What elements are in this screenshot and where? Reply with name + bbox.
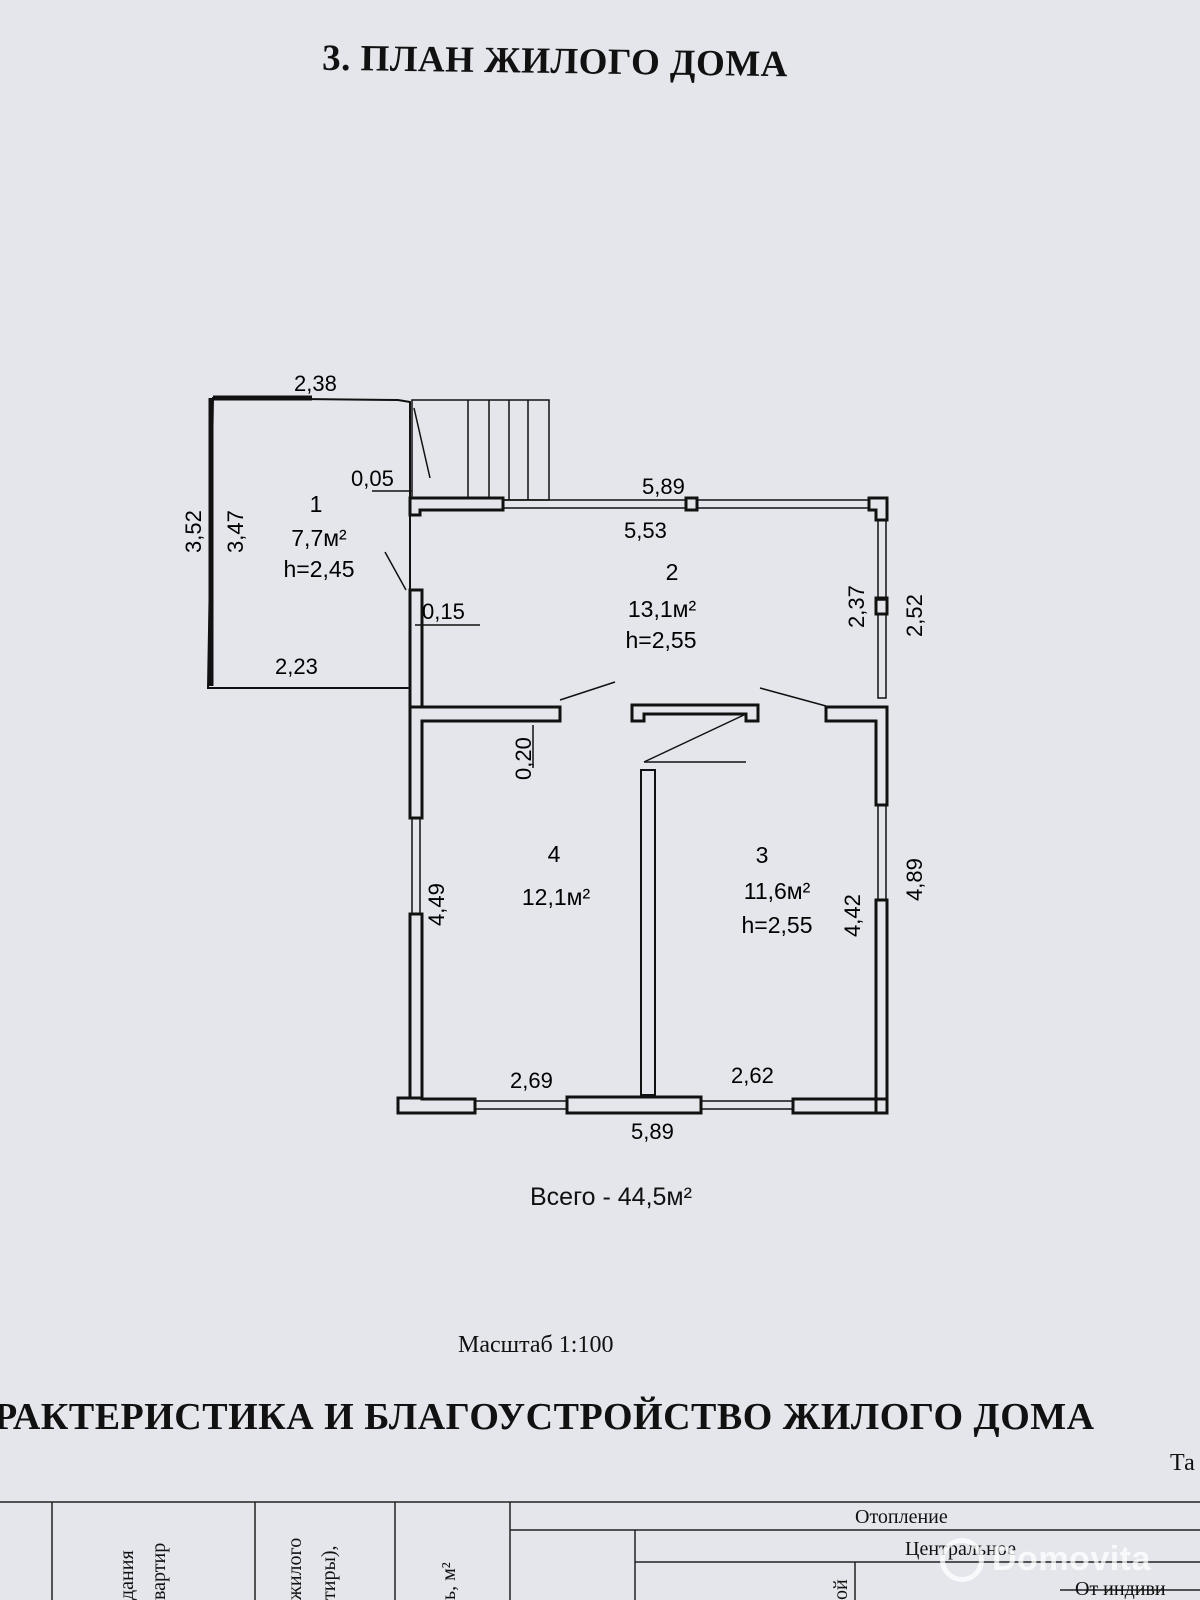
room-2-number: 2 (666, 559, 679, 585)
room-1-height: h=2,45 (284, 556, 355, 582)
dim-porch-outer-left: 3,52 (181, 510, 206, 553)
section-title: РАКТЕРИСТИКА И БЛАГОУСТРОЙСТВО ЖИЛОГО ДО… (0, 1396, 1095, 1438)
room-2-height: h=2,55 (626, 627, 697, 653)
total-area: Всего - 44,5м² (530, 1183, 692, 1211)
left-wall-room4 (408, 912, 424, 1100)
dim-hall-right-inner: 2,37 (844, 585, 869, 628)
left-window-room4 (411, 817, 421, 915)
right-wall-room3 (874, 898, 889, 1115)
top-pier (684, 496, 699, 512)
bottom-wall-right (791, 1097, 889, 1115)
col-floors: тиры), (318, 1545, 340, 1600)
dim-room4-left: 4,49 (424, 883, 449, 926)
watermark: Domovita (992, 1540, 1151, 1578)
room-3-height: h=2,55 (742, 912, 813, 938)
col-building: дания (116, 1550, 138, 1600)
dim-house-top-inner: 5,53 (624, 518, 667, 543)
right-window-room3 (877, 804, 887, 901)
dim-room3-right-inner: 4,42 (840, 894, 865, 937)
dim-partition: 0,20 (511, 737, 536, 780)
right-window-hall (877, 519, 887, 601)
room-3-number: 3 (756, 842, 769, 868)
room-1-area: 7,7м² (291, 525, 347, 551)
partition-left (408, 705, 562, 820)
col-other: ой (830, 1579, 852, 1600)
partition-right (824, 705, 889, 807)
table-grid (0, 1501, 1200, 1600)
dim-house-top-outer: 5,89 (642, 474, 685, 499)
bottom-window-right (700, 1100, 794, 1110)
dim-porch-top: 2,38 (294, 371, 337, 396)
room-3-area: 11,6м² (744, 878, 811, 904)
dim-porch-offset: 0,05 (351, 466, 394, 491)
col-heating: Отопление (855, 1506, 948, 1528)
scale-label: Масштаб 1:100 (458, 1332, 614, 1358)
col-apartments: вартир (148, 1542, 170, 1600)
dim-room3-bottom: 2,62 (731, 1063, 774, 1088)
top-wall-left (408, 496, 505, 517)
room-4-number: 4 (548, 841, 561, 867)
top-window-right (696, 499, 870, 509)
domovita-logo-icon (940, 1538, 984, 1582)
bottom-wall-left (396, 1096, 477, 1115)
middle-wall (640, 769, 656, 1096)
top-right-corner (867, 496, 889, 522)
floor-plan: 2,38 0,05 5,89 5,53 0,15 2,23 2,69 2,62 … (181, 371, 927, 1144)
dim-porch-inner-left: 3,47 (223, 510, 248, 553)
dim-room3-right-outer: 4,89 (902, 858, 927, 901)
top-window-left (502, 499, 687, 509)
bottom-window-left (474, 1100, 568, 1110)
partition-center (630, 703, 760, 723)
right-window-hall-2 (877, 613, 887, 699)
col-individual: От индиви (1075, 1578, 1166, 1600)
bottom-wall-mid (565, 1095, 703, 1115)
dim-room4-bottom: 2,69 (510, 1068, 553, 1093)
dim-house-bottom: 5,89 (631, 1119, 674, 1144)
table-label: Та (1170, 1450, 1195, 1476)
room-4-area: 12,1м² (522, 884, 591, 910)
dim-wall-thickness: 0,15 (422, 599, 465, 624)
dim-hall-right-outer: 2,52 (902, 594, 927, 637)
room-1-number: 1 (310, 491, 323, 517)
hall-left-wall (408, 588, 424, 709)
col-area: ь, м² (438, 1562, 460, 1600)
dim-porch-bottom: 2,23 (275, 654, 318, 679)
room-2-area: 13,1м² (628, 596, 697, 622)
col-living: жилого (284, 1537, 306, 1600)
